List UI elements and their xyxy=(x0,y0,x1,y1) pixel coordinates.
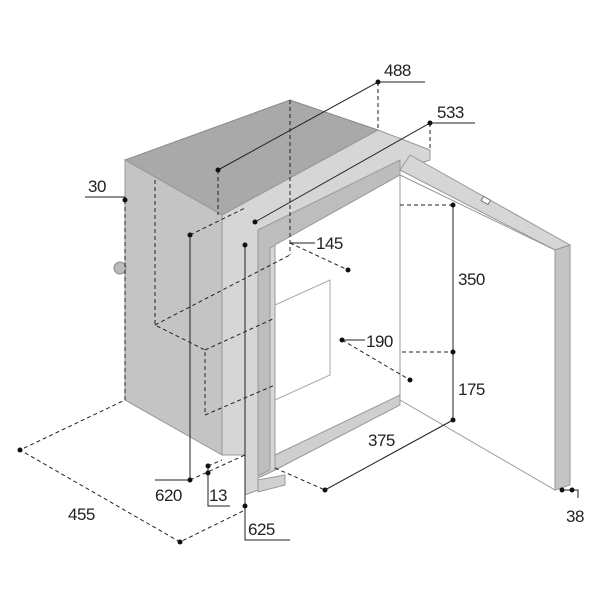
label-625: 625 xyxy=(248,520,275,539)
door-latch xyxy=(480,195,492,206)
cabinet-body xyxy=(113,99,431,496)
interior-shelf xyxy=(274,279,331,401)
label-190: 190 xyxy=(366,332,393,351)
label-455: 455 xyxy=(68,505,95,524)
door-inner-face xyxy=(399,174,556,491)
label-13: 13 xyxy=(209,486,227,505)
hidden-edges xyxy=(154,100,291,416)
dimension-lines xyxy=(17,79,579,545)
side-knob xyxy=(113,261,127,275)
label-30: 30 xyxy=(88,177,106,196)
interior-bottom-ledge xyxy=(274,394,401,471)
frame-inner-border xyxy=(257,159,401,477)
label-620: 620 xyxy=(155,486,182,505)
label-375: 375 xyxy=(368,431,395,450)
foot xyxy=(257,474,286,493)
label-175: 175 xyxy=(458,380,485,399)
label-350: 350 xyxy=(458,270,485,289)
label-533: 533 xyxy=(437,103,464,122)
open-door xyxy=(399,154,572,491)
label-488: 488 xyxy=(384,61,411,80)
door-edge xyxy=(554,244,571,491)
label-145: 145 xyxy=(316,234,343,253)
label-38: 38 xyxy=(566,507,584,526)
dimension-labels: 488 533 30 145 350 190 175 375 455 620 1… xyxy=(68,61,584,539)
